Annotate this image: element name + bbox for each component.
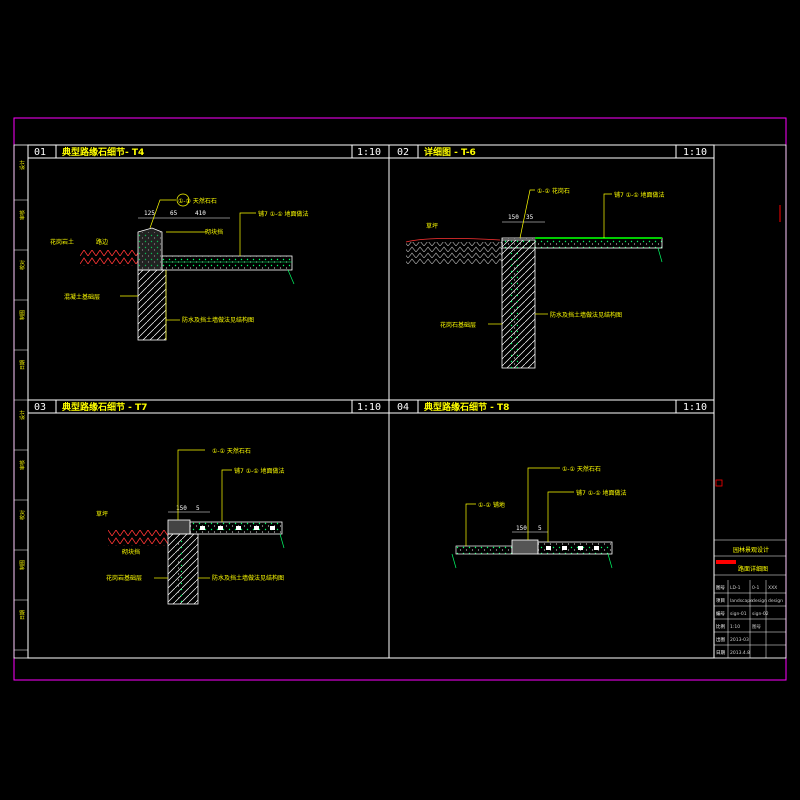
panel-scale: 1:10 bbox=[683, 147, 707, 158]
callout: ①-① 花岗石 bbox=[537, 187, 570, 195]
dim-label: 5 bbox=[538, 525, 542, 532]
title-block-cell: 日期 bbox=[716, 650, 725, 656]
panel-title: 典型路缘石细节 - T7 bbox=[62, 401, 147, 413]
title-block-cell: 编号 bbox=[716, 610, 725, 617]
callout: 花岗岩基础层 bbox=[106, 574, 142, 582]
detail-03: 150 5 ①-① 天然石石 铺7 ①-① 地面做法 草坪 砌块挡 花岗岩基础层… bbox=[96, 447, 285, 605]
title-block-cell: 1:10 bbox=[730, 624, 740, 630]
detail-04: 150 5 ①-① 天然石石 ①-① 铺地 铺7 ①-① 地面做法 bbox=[451, 465, 627, 569]
panel-number: 02 bbox=[397, 147, 409, 158]
callout: 花岗岩土 bbox=[50, 238, 74, 246]
dim-label: 65 bbox=[170, 210, 178, 217]
detail-01: 125 65 410 ①-① 天然石石 铺7 ①-① 地面做法 花岗岩土 路边 … bbox=[50, 193, 309, 341]
dim-label: 5 bbox=[196, 505, 200, 512]
panel-title: 详细图 - T-6 bbox=[424, 146, 476, 158]
callout: 路边 bbox=[96, 238, 108, 246]
callout: ①-① 天然石石 bbox=[212, 447, 251, 455]
left-strip-label: 校对 bbox=[19, 510, 26, 520]
callout: ①-① 天然石石 bbox=[178, 197, 217, 205]
panel-01-header: 01 典型路缘石细节- T4 1:10 bbox=[34, 146, 381, 158]
title-block-cell: 0-1 bbox=[752, 585, 759, 591]
panel-03-header: 03 典型路缘石细节 - T7 1:10 bbox=[34, 401, 381, 413]
callout: 防水及挡土墙做法见结构图 bbox=[550, 311, 622, 319]
title-block-cell: 项目 bbox=[716, 598, 725, 604]
left-strip-label: 校对 bbox=[19, 260, 26, 270]
title-block-cell: sign-01 bbox=[730, 611, 747, 617]
left-strip-label: 日期 bbox=[20, 360, 26, 370]
panel-number: 03 bbox=[34, 402, 46, 413]
panel-number: 01 bbox=[34, 147, 46, 158]
callout: 铺7 ①-① 地面做法 bbox=[576, 489, 627, 497]
callout: 防水及挡土墙做法见结构图 bbox=[212, 574, 284, 582]
callout: 砌块挡 bbox=[205, 228, 223, 236]
callout: 砌块挡 bbox=[122, 548, 140, 556]
callout: 铺7 ①-① 地面做法 bbox=[234, 467, 285, 475]
panel-number: 04 bbox=[397, 402, 409, 413]
sheet-border bbox=[13, 117, 787, 681]
panel-title: 典型路缘石细节- T4 bbox=[62, 146, 144, 158]
panel-scale: 1:10 bbox=[357, 402, 381, 413]
dim-label: 410 bbox=[195, 210, 206, 217]
title-block-cell: 图号 bbox=[716, 585, 725, 591]
panel-scale: 1:10 bbox=[683, 402, 707, 413]
callout: 混凝土基础层 bbox=[64, 293, 100, 301]
callout: 花岗石基础层 bbox=[440, 321, 476, 329]
detail-02: 150 35 ①-① 花岗石 铺7 ①-① 地面做法 草坪 花岗石基础层 防水及… bbox=[405, 187, 665, 369]
title-block-cell: 图号 bbox=[752, 624, 761, 630]
title-block-cell: design bbox=[752, 598, 767, 604]
dim-label: 35 bbox=[526, 214, 534, 221]
title-block-cell: LD-1 bbox=[730, 585, 741, 591]
panel-scale: 1:10 bbox=[357, 147, 381, 158]
dim-label: 125 bbox=[144, 210, 155, 217]
callout: 铺7 ①-① 地面做法 bbox=[614, 191, 665, 199]
left-strip-label: 制图 bbox=[19, 560, 26, 570]
left-strip-label: 设计 bbox=[19, 410, 26, 420]
dim-label: 150 bbox=[176, 505, 187, 512]
callout: 防水及挡土墙做法见结构图 bbox=[182, 316, 254, 324]
drawing-name: 路面详细图 bbox=[738, 565, 768, 573]
title-block-cell: XXX bbox=[768, 585, 777, 591]
title-block-cell: 2013.4.8 bbox=[730, 650, 750, 656]
left-strip-label: 审核 bbox=[19, 210, 26, 220]
title-block-cell: design bbox=[768, 598, 783, 604]
panel-02-header: 02 详细图 - T-6 1:10 bbox=[397, 146, 707, 158]
left-strip-label: 制图 bbox=[19, 310, 26, 320]
title-block-cell: 2013-03 bbox=[730, 637, 749, 643]
dim-label: 150 bbox=[508, 214, 519, 221]
left-strip-label: 设计 bbox=[19, 160, 26, 170]
title-block-cell: sign-02 bbox=[752, 611, 769, 617]
left-strip-label: 日期 bbox=[20, 610, 26, 620]
callout: 铺7 ①-① 地面做法 bbox=[258, 210, 309, 218]
dim-label: 150 bbox=[516, 525, 527, 532]
callout: 草坪 bbox=[96, 510, 108, 518]
callout: ①-① 天然石石 bbox=[562, 465, 601, 473]
callout: ①-① 铺地 bbox=[478, 501, 505, 509]
left-strip-label: 审核 bbox=[19, 460, 26, 470]
panel-04-header: 04 典型路缘石细节 - T8 1:10 bbox=[397, 401, 707, 413]
title-block-cell: landscape bbox=[730, 598, 753, 604]
callout: 草坪 bbox=[426, 222, 438, 230]
company-name: 园林景观设计 bbox=[733, 546, 769, 554]
left-info-strip bbox=[13, 144, 29, 659]
title-block-cell: 比例 bbox=[716, 623, 725, 630]
panel-title: 典型路缘石细节 - T8 bbox=[424, 401, 509, 413]
title-block-cell: 出图 bbox=[716, 636, 725, 643]
